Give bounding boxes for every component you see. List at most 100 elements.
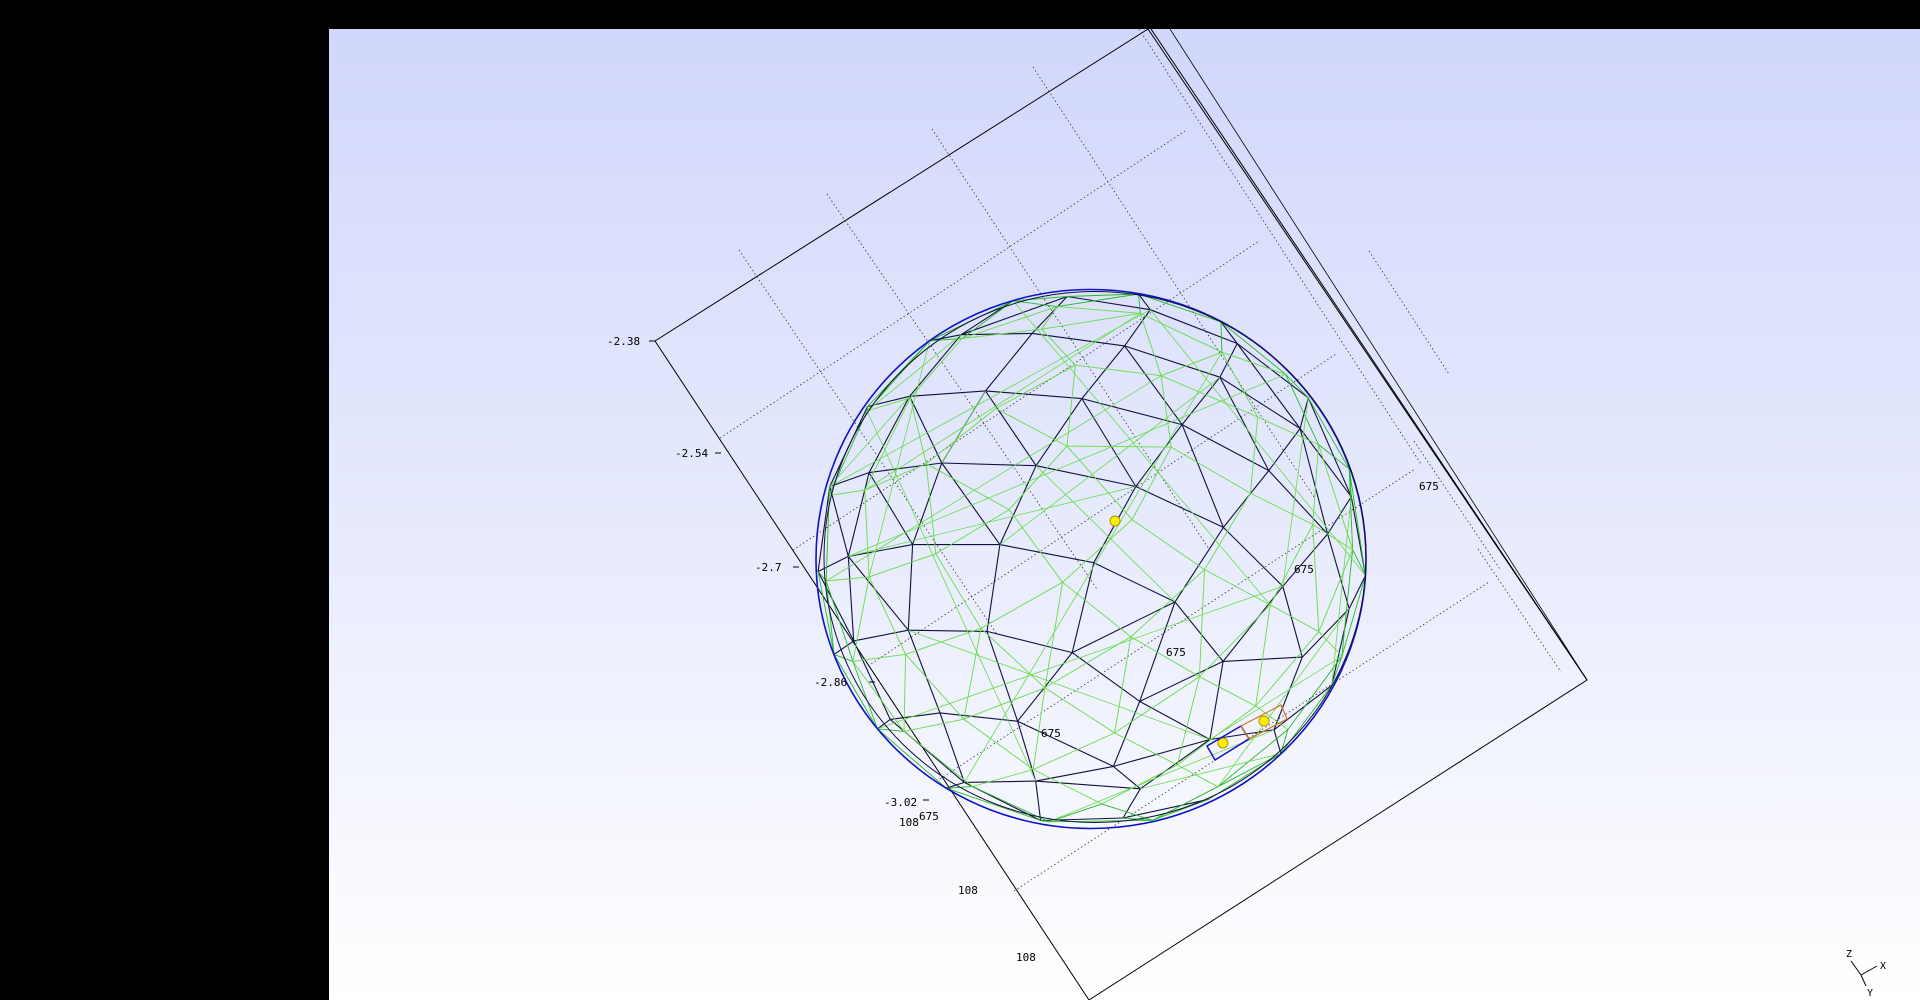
- mesh-edge: [1135, 486, 1224, 528]
- mesh-edge: [877, 728, 947, 789]
- mesh-edge: [999, 465, 1037, 545]
- mesh-edge: [867, 395, 910, 408]
- 3d-viewport[interactable]: -2.38 -2.54 -2.7 -2.86 -3.02 108 108 108…: [329, 29, 1920, 1000]
- grid-line: [1138, 29, 1422, 465]
- mesh-edge: [963, 687, 1046, 720]
- mesh-edge: [864, 490, 870, 577]
- mesh-edge: [1255, 604, 1271, 707]
- grid-line: [738, 249, 997, 634]
- mesh-edge: [1139, 601, 1176, 702]
- mesh-edge: [1307, 397, 1352, 497]
- mesh-edge: [1035, 765, 1114, 782]
- mesh-edge: [1122, 788, 1141, 819]
- mesh-edge: [848, 486, 1136, 557]
- triad-y-label: Y: [1867, 988, 1873, 999]
- mesh-edge: [909, 396, 943, 464]
- grid-line: [939, 468, 1416, 780]
- mesh-edge: [1139, 700, 1211, 740]
- mesh-edge: [1198, 569, 1205, 677]
- mesh-edge: [817, 486, 831, 572]
- mesh-edge: [852, 661, 905, 732]
- mesh-edge: [908, 629, 988, 632]
- mesh-edge: [1352, 549, 1366, 576]
- mesh-edge: [1318, 549, 1354, 632]
- mesh-edge: [1269, 524, 1314, 606]
- mesh-edge: [1273, 656, 1303, 730]
- mesh-edge: [868, 340, 930, 577]
- mesh-edge: [1160, 375, 1258, 418]
- highlight-point[interactable]: [1217, 737, 1229, 749]
- mesh-edge: [1035, 780, 1141, 790]
- wireframe-sphere[interactable]: [815, 288, 1367, 830]
- mesh-edge: [1032, 687, 1046, 770]
- selection-box[interactable]: [1240, 704, 1288, 740]
- mesh-edge: [848, 373, 1286, 557]
- triad-x-axis: [1860, 965, 1878, 976]
- mesh-edge: [1287, 655, 1343, 730]
- mesh-edge: [986, 544, 1001, 632]
- mesh-edge: [829, 486, 849, 557]
- mesh-edge: [1282, 397, 1309, 587]
- mesh-edge: [1152, 798, 1210, 821]
- mesh-edge: [829, 396, 910, 487]
- mesh-edge: [852, 653, 906, 662]
- mesh-edge: [1044, 636, 1132, 689]
- mesh-edge: [986, 630, 1073, 654]
- mesh-edge: [935, 553, 982, 629]
- mesh-edge: [961, 328, 1042, 339]
- selected-points[interactable]: [1109, 515, 1288, 762]
- mesh-edge: [1131, 446, 1172, 520]
- x-tick-label: 108: [899, 816, 919, 829]
- mesh-edge: [1044, 582, 1064, 688]
- x-tick-label: 108: [958, 884, 978, 897]
- mesh-edge: [817, 571, 855, 642]
- mesh-edge: [1217, 729, 1289, 788]
- mesh-edge: [963, 628, 982, 720]
- mesh-edge: [1341, 549, 1354, 657]
- mesh-edge: [1282, 586, 1303, 658]
- mesh-edge: [1209, 655, 1343, 740]
- mesh-edge: [1176, 676, 1200, 766]
- mesh-edge: [1150, 309, 1238, 345]
- mesh-edge: [1035, 398, 1083, 467]
- mesh-edge: [1220, 321, 1286, 375]
- mesh-edge: [1071, 601, 1176, 654]
- mesh-edge: [1249, 416, 1259, 494]
- mesh-edge: [1220, 321, 1223, 353]
- highlight-point[interactable]: [1258, 715, 1270, 727]
- mesh-edge: [1140, 753, 1281, 790]
- grid-lines: [719, 29, 1562, 892]
- mesh-edge: [1140, 312, 1223, 353]
- mesh-edge: [1312, 444, 1319, 525]
- mesh-edge: [1181, 424, 1270, 472]
- mesh-edge: [1139, 660, 1224, 702]
- mesh-edge: [1282, 533, 1329, 587]
- bbox-outer-frame: [654, 29, 1588, 1000]
- mesh-edge: [1236, 343, 1301, 429]
- mesh-edge: [1221, 351, 1286, 375]
- highlight-point[interactable]: [1109, 515, 1121, 527]
- mesh-edge: [1222, 470, 1270, 528]
- mesh-edge: [946, 787, 1041, 821]
- mesh-edge: [1130, 569, 1205, 638]
- mesh-edge: [999, 376, 1221, 545]
- mesh-edge: [1174, 527, 1224, 603]
- mesh-edge: [999, 544, 1094, 564]
- mesh-edge: [1219, 376, 1301, 429]
- triad-z-label: Z: [1846, 949, 1852, 960]
- scene-svg[interactable]: -2.38 -2.54 -2.7 -2.86 -3.02 108 108 108…: [329, 29, 1920, 1000]
- mesh-edge: [1269, 604, 1320, 633]
- orientation-triad: Z X Y: [1846, 949, 1886, 999]
- mesh-edge: [1204, 492, 1251, 570]
- mesh-edge: [1312, 524, 1320, 632]
- mesh-edge: [1312, 524, 1353, 551]
- mesh-edge: [864, 312, 1141, 491]
- mesh-edge: [829, 309, 1151, 487]
- mesh-edge: [1152, 786, 1219, 821]
- mesh-edge: [877, 585, 1283, 730]
- mesh-edge: [1081, 398, 1137, 487]
- mesh-edge: [1013, 296, 1068, 302]
- mesh-edge: [1138, 293, 1222, 323]
- mesh-edge: [946, 781, 965, 789]
- mesh-edge: [963, 351, 1223, 783]
